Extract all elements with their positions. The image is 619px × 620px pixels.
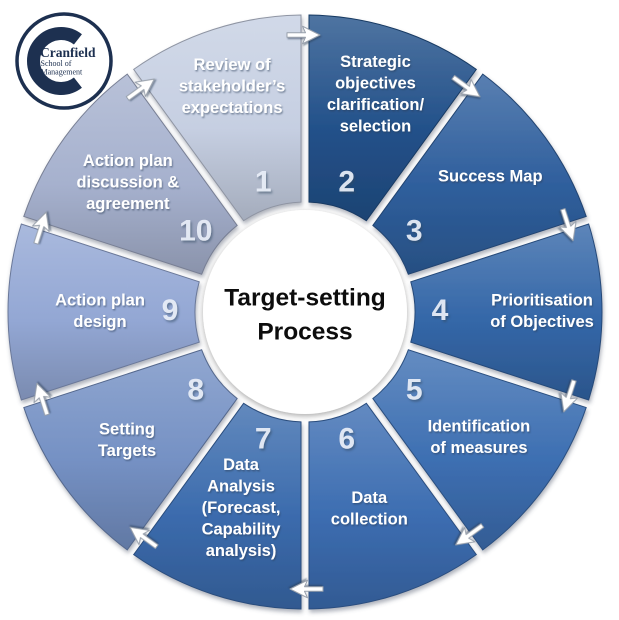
segment-6	[308, 402, 478, 610]
center-title-line1: Target-setting	[224, 284, 386, 311]
segment-10	[23, 73, 238, 275]
segment-10-number: 10	[179, 215, 212, 248]
segment-1	[132, 14, 302, 222]
segment-9	[7, 223, 200, 401]
flow-arrow-icon-8-to-9	[33, 382, 52, 416]
flow-arrow-icon-9-to-10	[31, 211, 50, 245]
logo-text-sub_line1: School of	[41, 59, 72, 68]
center-circle	[203, 210, 407, 414]
flow-arrow-icon-10-to-1	[125, 78, 155, 101]
flow-arrow-icon-1-to-2	[286, 25, 321, 45]
segment-6-number: 6	[338, 422, 355, 455]
segment-5	[372, 349, 587, 551]
segment-7-number: 7	[255, 422, 272, 455]
logo-text-brand: Cranfield	[40, 45, 96, 60]
flow-arrow-icon-4-to-5	[560, 379, 579, 413]
segment-3-number: 3	[406, 215, 423, 248]
center-title-line2: Process	[257, 318, 352, 345]
flow-arrow-icon-3-to-4	[558, 208, 577, 242]
segment-2	[308, 14, 478, 222]
segment-1-number: 1	[255, 166, 272, 199]
flow-arrow-icon-6-to-7	[289, 579, 324, 599]
segment-8	[23, 349, 238, 551]
flow-arrow-icon-2-to-3	[451, 74, 481, 98]
logo-text-sub_line2: Management	[41, 68, 84, 77]
logo-c-icon	[27, 27, 82, 95]
flow-arrow-icon-7-to-8	[129, 526, 159, 550]
segment-8-number: 8	[187, 373, 204, 406]
segment-7	[132, 402, 302, 610]
flow-arrow-icon-5-to-6	[455, 523, 485, 546]
segment-5-number: 5	[406, 373, 423, 406]
segment-4-number: 4	[432, 294, 449, 327]
segment-3-label: Success Map	[438, 168, 543, 186]
segment-4	[410, 223, 603, 401]
segment-9-number: 9	[162, 294, 179, 327]
wheel-segments	[7, 14, 603, 610]
segment-3	[372, 73, 587, 275]
segment-2-number: 2	[338, 166, 355, 199]
